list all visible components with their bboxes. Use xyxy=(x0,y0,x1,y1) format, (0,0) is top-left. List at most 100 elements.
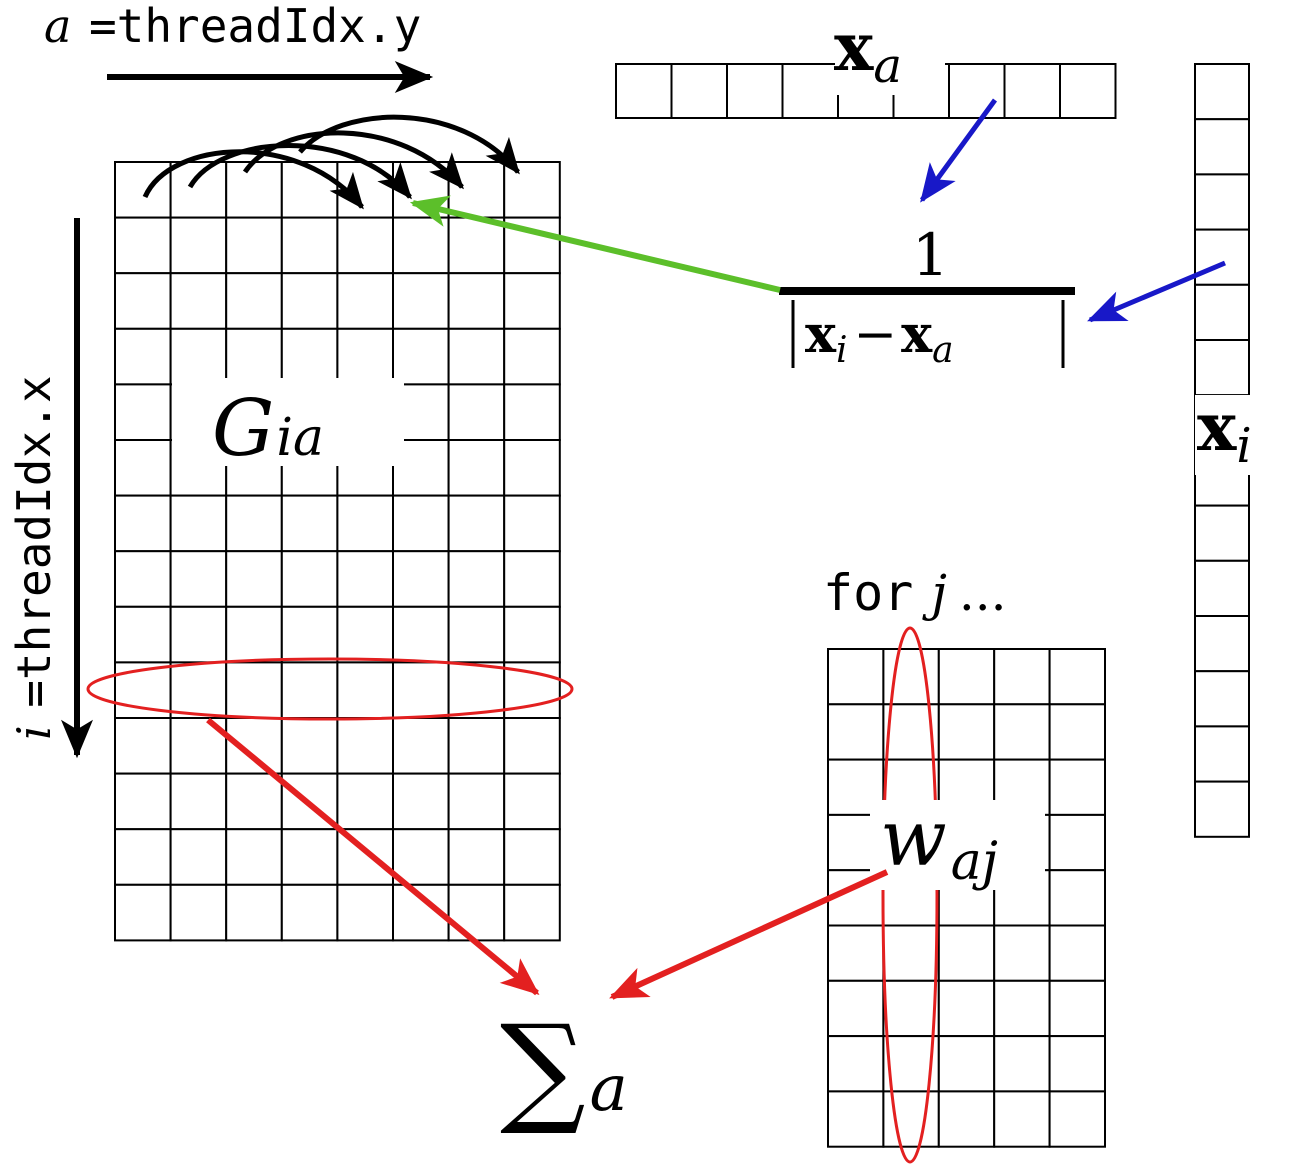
g-matrix-cell xyxy=(114,161,172,219)
curved-arrow-2 xyxy=(187,143,412,200)
g-matrix-cell xyxy=(169,216,228,275)
g-matrix-cell xyxy=(114,327,172,386)
sigma-a-label: ∑a xyxy=(500,1000,628,1139)
g-matrix-cell xyxy=(225,161,283,219)
curved-arrow-3 xyxy=(242,130,464,190)
g-matrix-cell xyxy=(114,828,172,886)
g-matrix-cell xyxy=(280,661,339,720)
xa-vector-cell xyxy=(1003,63,1061,119)
g-matrix-cell xyxy=(114,717,172,775)
g-matrix-cell xyxy=(280,494,339,553)
g-matrix-cell xyxy=(447,216,506,275)
w-matrix-cell xyxy=(882,979,940,1038)
g-matrix-cell xyxy=(392,272,450,330)
g-matrix-cell xyxy=(503,717,561,775)
g-matrix-cell xyxy=(114,605,172,664)
g-matrix-cell xyxy=(225,272,283,330)
w-matrix-cell xyxy=(1048,1035,1106,1093)
w-matrix-cell xyxy=(827,924,885,982)
xa-vector-cell xyxy=(670,63,728,119)
g-matrix-cell xyxy=(336,605,394,664)
fraction-denominator: xi−xa xyxy=(805,304,954,371)
w-matrix-grid xyxy=(827,648,1106,1148)
den-minus: − xyxy=(854,305,898,365)
g-matrix-cell xyxy=(280,828,339,886)
g-matrix-cell xyxy=(447,439,506,497)
xa-vector-cell xyxy=(781,63,839,119)
xi-vector-cell xyxy=(1194,559,1250,617)
curved-arrow-4 xyxy=(298,114,520,175)
w-matrix-cell xyxy=(1048,924,1106,982)
g-matrix-cell xyxy=(114,494,172,553)
g-matrix-cell xyxy=(169,327,228,386)
xa-vector-cell xyxy=(1059,63,1117,119)
w-matrix-cell xyxy=(827,979,885,1038)
xa-label: xa xyxy=(834,8,902,94)
g-matrix-cell xyxy=(392,772,450,831)
g-matrix-cell xyxy=(225,772,283,831)
a-threadidx-text: =threadIdx.y xyxy=(89,0,421,53)
xi-vector-cell xyxy=(1194,118,1250,176)
xi-label-background xyxy=(1195,395,1295,475)
g-matrix-cell xyxy=(280,216,339,275)
xa-vector-cell xyxy=(615,63,673,119)
g-matrix-cell xyxy=(392,550,450,608)
g-matrix-cell xyxy=(225,216,283,275)
for-dots: ... xyxy=(959,564,1007,622)
g-matrix-cell xyxy=(114,216,172,275)
w-matrix-cell xyxy=(937,1035,996,1093)
w-matrix-cell xyxy=(937,979,996,1038)
g-matrix-cell xyxy=(225,605,283,664)
blue-arrow-from-xi xyxy=(1087,260,1226,323)
g-matrix-cell xyxy=(503,605,561,664)
w-subscript: aj xyxy=(951,832,998,892)
g-matrix-cell xyxy=(336,327,394,386)
g-matrix-cell xyxy=(503,828,561,886)
w-matrix-cell xyxy=(993,1090,1051,1148)
den-xa-bold: x xyxy=(901,304,933,365)
i-axis-label: i =threadIdx.x xyxy=(7,375,61,740)
g-matrix-cell xyxy=(503,883,561,942)
g-matrix-cell xyxy=(225,494,283,553)
g-main-symbol: G xyxy=(212,384,274,474)
red-arrow-from-g-row xyxy=(206,717,540,996)
g-matrix-cell xyxy=(114,439,172,497)
w-aj-label: waj xyxy=(880,794,998,892)
g-matrix-cell xyxy=(225,883,283,942)
w-matrix-cell xyxy=(937,1090,996,1148)
w-matrix-cell xyxy=(993,648,1051,706)
g-matrix-cell xyxy=(225,550,283,608)
w-matrix-cell xyxy=(937,924,996,982)
g-matrix-cell xyxy=(503,550,561,608)
g-matrix-cell xyxy=(280,883,339,942)
g-matrix-cell xyxy=(280,605,339,664)
red-arrow-from-w-column xyxy=(609,869,889,1000)
curved-arrows-group xyxy=(142,114,520,210)
g-matrix-cell xyxy=(225,661,283,720)
blue-arrow-from-xa xyxy=(919,98,998,203)
g-matrix-cell xyxy=(169,550,228,608)
den-i-subscript: i xyxy=(836,330,848,371)
g-matrix-cell xyxy=(114,272,172,330)
w-matrix-cell xyxy=(937,703,996,761)
g-matrix-cell xyxy=(447,272,506,330)
w-matrix-cell xyxy=(1048,979,1106,1038)
g-matrix-cell xyxy=(503,494,561,553)
w-matrix-cell xyxy=(827,1035,885,1093)
w-matrix-cell xyxy=(827,703,885,761)
g-matrix-cell xyxy=(447,717,506,775)
w-matrix-cell xyxy=(1048,1090,1106,1148)
g-matrix-cell xyxy=(447,383,506,441)
g-matrix-cell xyxy=(336,772,394,831)
xa-vector-cell xyxy=(726,63,784,119)
g-matrix-cell xyxy=(447,661,506,720)
w-matrix-cell xyxy=(937,648,996,706)
g-matrix-cell xyxy=(447,828,506,886)
g-matrix-cell xyxy=(280,327,339,386)
xi-vector-cell xyxy=(1194,283,1250,341)
g-matrix-cell xyxy=(336,272,394,330)
g-matrix-cell xyxy=(280,717,339,775)
g-matrix-cell xyxy=(114,550,172,608)
w-matrix-cell xyxy=(827,1090,885,1148)
